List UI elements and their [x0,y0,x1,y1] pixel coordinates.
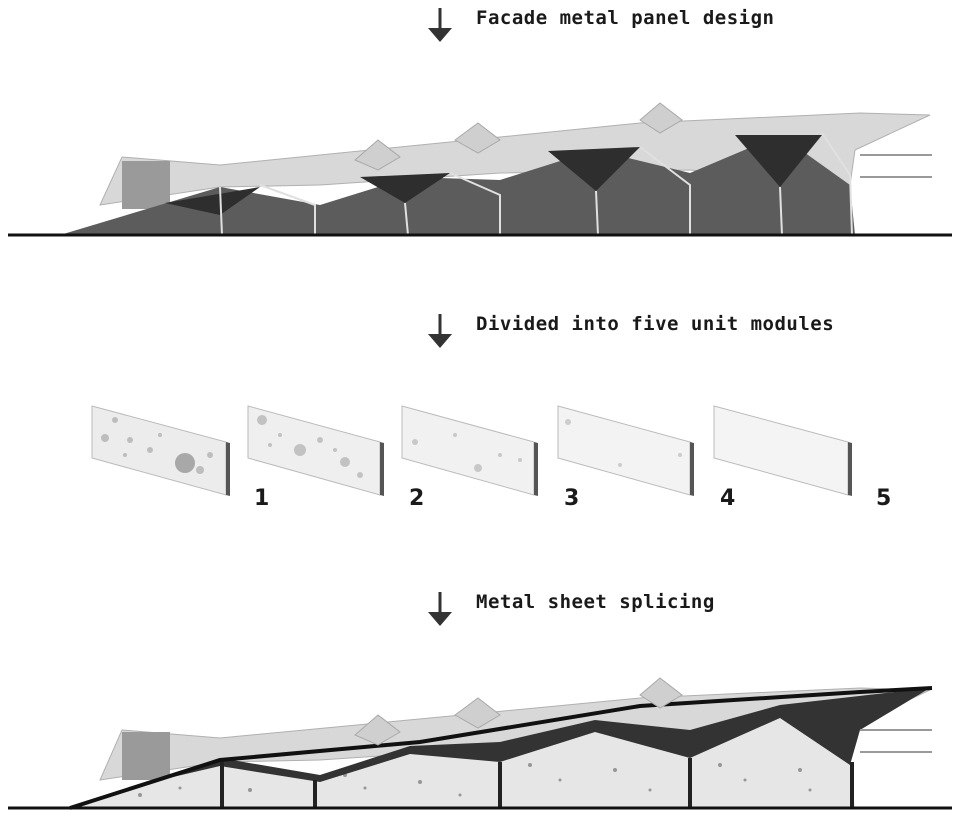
unit-modules [91,405,852,496]
facade-elevation-original [8,102,952,237]
down-arrow-icon [428,314,452,348]
module-number-4: 4 [720,486,736,511]
module-panel-4 [557,405,694,496]
module-panel-5 [713,405,852,496]
module-number-2: 2 [409,486,425,511]
step-label-five-modules: Divided into five unit modules [476,313,835,335]
down-arrow-icon [428,592,452,626]
module-panel-3 [401,405,538,496]
module-panel-2 [247,405,384,496]
down-arrow-icon [428,8,452,42]
facade-elevation-spliced [8,677,952,810]
module-number-3: 3 [564,486,580,511]
module-number-5: 5 [876,486,892,511]
step-label-sheet-splicing: Metal sheet splicing [476,591,715,613]
module-panel-1 [91,405,230,496]
module-number-1: 1 [254,486,270,511]
step-label-facade-design: Facade metal panel design [476,7,775,29]
